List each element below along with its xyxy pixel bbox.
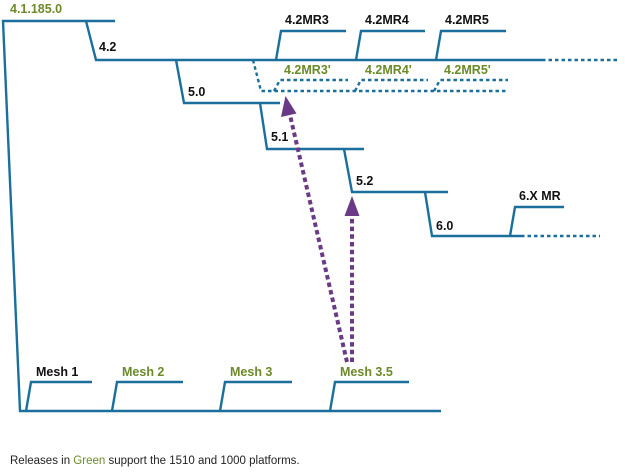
label-4-2mr4-prime: 4.2MR4' [365, 63, 412, 77]
branch-4-2mr4 [354, 29, 425, 61]
branch-4-2mr5-prime [432, 78, 508, 92]
label-mesh3: Mesh 3 [230, 365, 272, 379]
branch-4-2-prime [251, 59, 508, 93]
branch-mesh3-5 [328, 380, 409, 412]
arrowhead-4-2mr3-prime [281, 96, 297, 117]
branch-4-2mr3-prime [272, 78, 348, 92]
branch-6xmr [508, 205, 564, 237]
label-mesh1: Mesh 1 [36, 365, 78, 379]
label-mesh2: Mesh 2 [122, 365, 164, 379]
branch-4-2 [84, 20, 542, 62]
label-4-1-185-0: 4.1.185.0 [10, 2, 62, 16]
branch-5-2 [342, 148, 448, 194]
label-6-x-mr: 6.X MR [519, 189, 561, 203]
label-4-2mr5-prime: 4.2MR5' [444, 63, 491, 77]
label-4-2: 4.2 [99, 40, 116, 54]
legend-note: Releases in Green support the 1510 and 1… [10, 455, 300, 467]
branch-6-0 [423, 191, 521, 238]
label-4-2mr3: 4.2MR3 [285, 13, 329, 27]
label-mesh3-5: Mesh 3.5 [340, 365, 393, 379]
merge-arrow-to-4-2mr3-prime [288, 114, 349, 363]
branch-root [1, 19, 441, 413]
branch-5-0 [174, 59, 280, 105]
label-4-2mr3-prime: 4.2MR3' [284, 63, 331, 77]
branch-4-2mr4-prime [353, 78, 428, 92]
branch-4-2mr5 [434, 29, 506, 61]
label-5-1: 5.1 [271, 130, 288, 144]
branch-5-1 [258, 102, 364, 151]
legend-green-word: Green [73, 455, 106, 467]
label-6-0: 6.0 [436, 219, 453, 233]
branch-mesh1 [24, 380, 92, 412]
legend-prefix: Releases in [10, 455, 74, 467]
label-4-2mr4: 4.2MR4 [365, 13, 409, 27]
label-5-0: 5.0 [188, 85, 205, 99]
label-4-2mr5: 4.2MR5 [445, 13, 489, 27]
branch-mesh2 [110, 380, 183, 412]
label-5-2: 5.2 [356, 174, 373, 188]
branch-4-2mr3 [274, 29, 346, 61]
arrowhead-5-2 [344, 196, 360, 216]
legend-suffix: support the 1510 and 1000 platforms. [105, 455, 300, 467]
branch-mesh3 [218, 380, 292, 412]
